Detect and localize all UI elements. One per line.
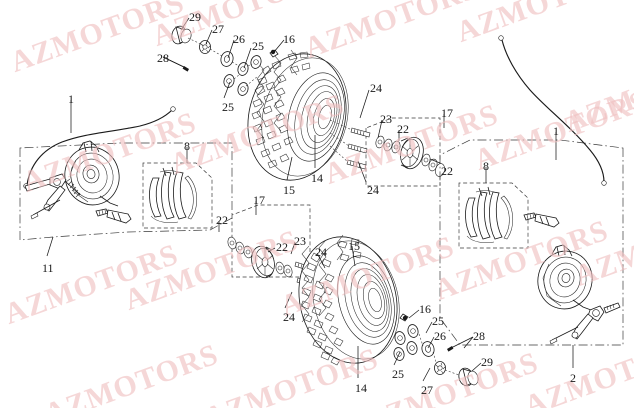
leader-line-28 xyxy=(162,56,187,69)
leader-line-29 xyxy=(180,17,190,31)
brake-shoe-set-left xyxy=(142,162,213,229)
right-brake-boundary xyxy=(439,139,624,346)
leader-line-15 xyxy=(351,245,356,267)
leader-line-22 xyxy=(429,158,441,164)
leader-line-22 xyxy=(267,247,276,253)
leader-line-25 xyxy=(243,47,252,69)
left-brake-boundary xyxy=(19,142,233,241)
brake-cable-right xyxy=(498,35,607,186)
brake-backing-plate-right xyxy=(537,244,593,311)
leader-line-25 xyxy=(393,351,401,366)
leader-line-29 xyxy=(471,362,482,372)
leader-line-25 xyxy=(425,321,433,334)
leader-line-24 xyxy=(284,291,293,309)
leader-line-27 xyxy=(205,29,213,45)
wheel-lower xyxy=(298,234,409,366)
brake-return-spring-left xyxy=(64,178,81,198)
brake-adjuster-right xyxy=(523,212,560,228)
brake-adjuster-left xyxy=(95,208,132,224)
leader-line-15 xyxy=(286,156,293,181)
leader-line-24 xyxy=(359,89,370,119)
leader-line-26 xyxy=(427,336,435,349)
fastener-stack-upper xyxy=(162,25,262,96)
leader-line-24 xyxy=(357,160,367,183)
leader-line-16 xyxy=(273,39,285,53)
fastener-stack-lower xyxy=(393,324,479,387)
wheel-upper xyxy=(247,49,349,181)
brake-shoe-set-right xyxy=(458,182,529,249)
leader-line-25 xyxy=(223,81,231,99)
leader-line-11 xyxy=(46,236,54,257)
brake-cam-lever-right xyxy=(549,302,621,345)
brake-cam-lever-left xyxy=(24,173,67,220)
hub-assembly-upper xyxy=(329,117,445,187)
callout-leader-lines xyxy=(46,17,574,382)
leader-line-26 xyxy=(227,39,235,59)
leader-line-28 xyxy=(463,336,474,349)
leader-line-16 xyxy=(408,309,420,319)
leader-line-23 xyxy=(290,241,296,255)
leader-line-24 xyxy=(316,252,326,269)
leader-line-23 xyxy=(377,119,383,139)
brake-backing-plate-left xyxy=(64,140,120,207)
leader-line-27 xyxy=(422,367,431,382)
